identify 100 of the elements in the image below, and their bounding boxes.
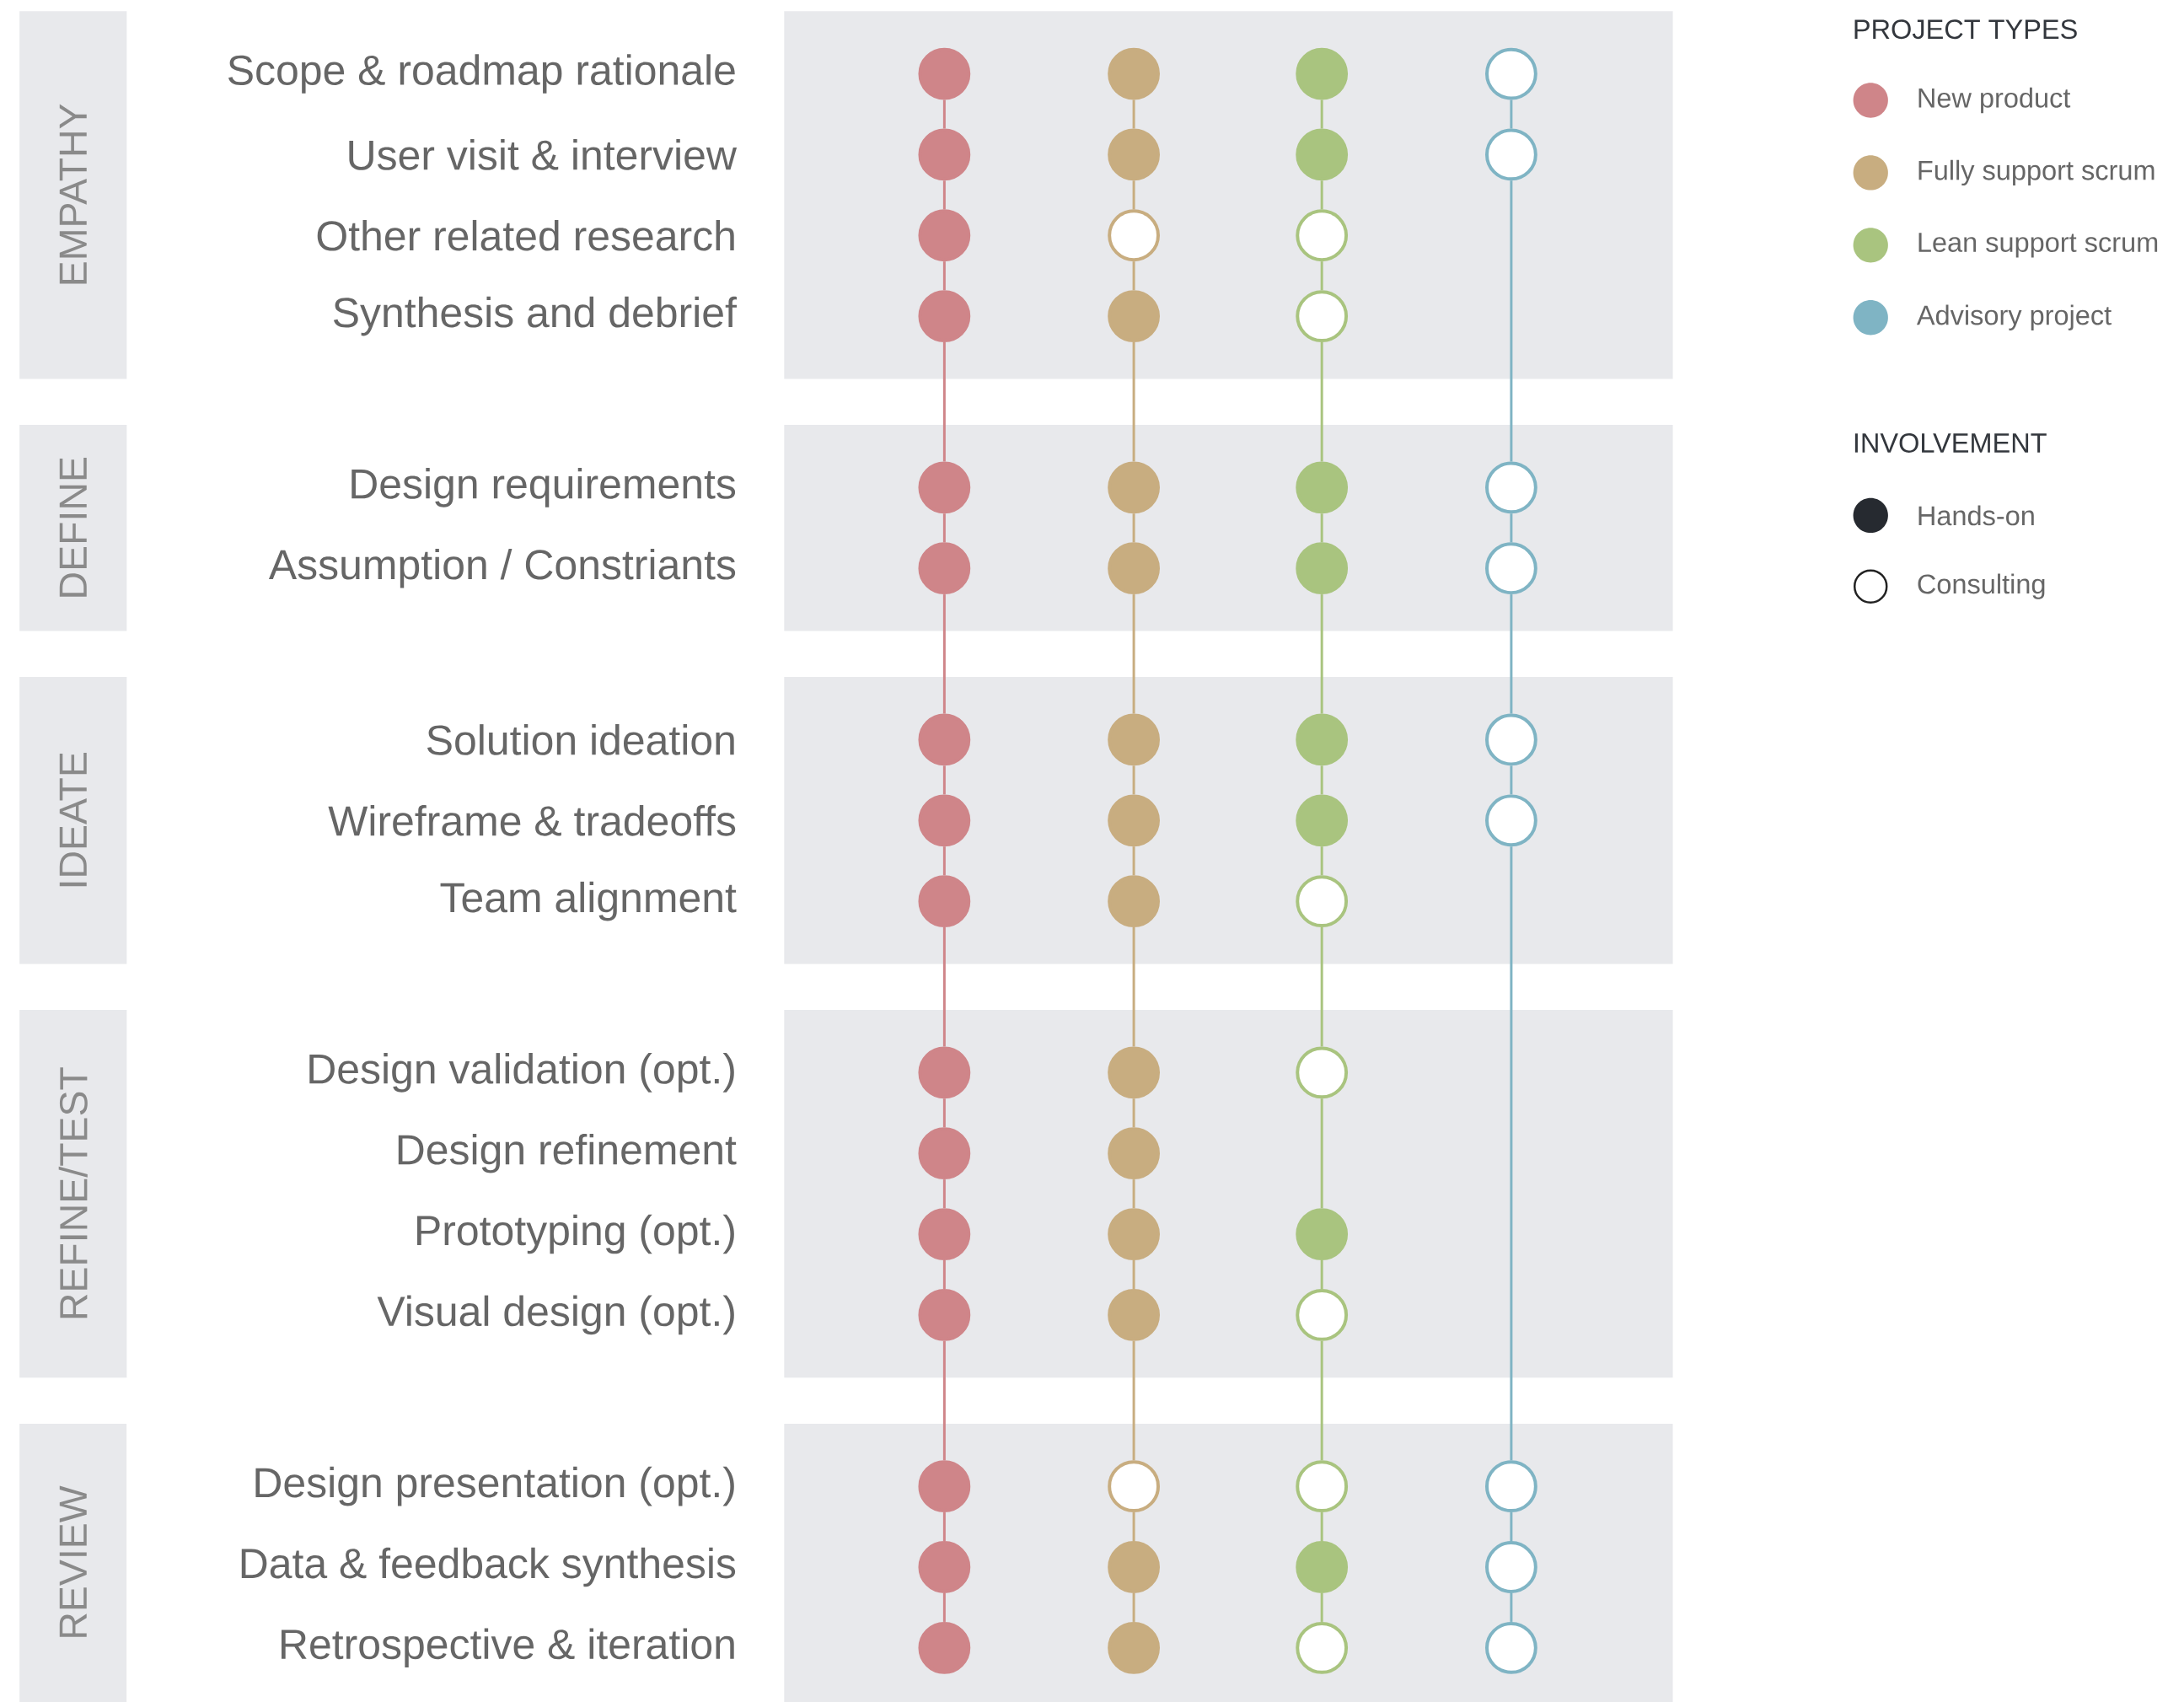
connector-line <box>1510 1511 1513 1541</box>
filled-circle <box>918 128 971 181</box>
connector-line <box>1132 180 1135 210</box>
filled-circle <box>918 794 971 847</box>
connector-line <box>1320 513 1323 543</box>
connector-line <box>1510 765 1513 795</box>
filled-circle <box>1296 47 1349 100</box>
connector-line <box>1132 926 1135 1047</box>
row-label: Scope & roadmap rationale <box>228 54 735 94</box>
filled-circle <box>1108 461 1160 514</box>
filled-circle <box>1108 128 1160 181</box>
connector-line <box>942 261 946 291</box>
connector-line <box>1132 846 1135 876</box>
connector-line <box>1320 341 1323 462</box>
row-label: Visual design (opt.) <box>377 1295 734 1335</box>
filled-circle <box>1108 1540 1160 1593</box>
row-label: Wireframe & tradeoffs <box>328 804 736 836</box>
connector-line <box>942 1340 946 1461</box>
row-label: Retrospective & iteration <box>282 1628 734 1667</box>
filled-circle <box>918 47 971 100</box>
connector-line <box>1320 261 1323 291</box>
filled-circle <box>1108 47 1160 100</box>
connector-line <box>1132 1511 1135 1541</box>
open-circle <box>1485 128 1537 181</box>
connector-line <box>942 593 946 714</box>
connector-line <box>942 1098 946 1128</box>
legend-label: Hands-on <box>1918 505 2034 526</box>
filled-circle <box>1108 713 1160 766</box>
connector-line <box>1510 1592 1513 1622</box>
open-circle <box>1485 47 1537 100</box>
connector-line <box>942 1179 946 1209</box>
connector-line <box>1132 1340 1135 1461</box>
filled-circle <box>918 1127 971 1179</box>
filled-circle <box>918 209 971 262</box>
filled-circle <box>1108 1127 1160 1179</box>
phase-panel <box>784 11 1673 379</box>
row-label: Team alignment <box>440 881 737 921</box>
connector-line <box>942 1592 946 1622</box>
phase-panel <box>784 1009 1673 1378</box>
filled-circle <box>1296 128 1349 181</box>
open-circle <box>1485 1621 1537 1674</box>
connector-line <box>1510 846 1513 1461</box>
connector-line <box>942 180 946 210</box>
row-label: Other related research <box>317 219 734 251</box>
legend-heading: PROJECT TYPES <box>1854 19 2077 40</box>
connector-line <box>1132 341 1135 462</box>
row-label: User visit & interview <box>349 138 738 170</box>
legend-label: Fully support scrum <box>1918 159 2154 185</box>
row-label: Design validation (opt.) <box>309 1053 734 1093</box>
legend-label: Consulting <box>1918 573 2045 599</box>
filled-circle <box>1108 1288 1160 1341</box>
connector-line <box>942 765 946 795</box>
filled-circle <box>1108 1046 1160 1099</box>
connector-line <box>1132 1592 1135 1622</box>
connector-line <box>1132 261 1135 291</box>
connector-line <box>1320 593 1323 714</box>
open-circle <box>1485 461 1537 514</box>
connector-line <box>1132 513 1135 543</box>
filled-circle <box>1296 1540 1349 1593</box>
connector-line <box>1320 765 1323 795</box>
connector-line <box>1132 99 1135 129</box>
open-circle <box>1296 1288 1349 1341</box>
connector-line <box>1320 926 1323 1047</box>
connector-line <box>1132 1098 1135 1128</box>
filled-circle <box>1296 713 1349 766</box>
connector-line <box>1320 1340 1323 1461</box>
open-circle <box>1485 713 1537 766</box>
row-label: Synthesis and debrief <box>333 296 737 336</box>
phase-panel <box>784 676 1673 964</box>
connector-line <box>1320 1592 1323 1622</box>
open-circle <box>1296 209 1349 262</box>
phase-tab: DEFINE <box>19 424 127 631</box>
connector-line <box>942 1259 946 1289</box>
row-label: Data & feedback synthesis <box>241 1547 736 1587</box>
connector-line <box>1510 180 1513 462</box>
filled-circle <box>918 1540 971 1593</box>
connector-line <box>1132 1179 1135 1209</box>
connector-line <box>1320 1098 1323 1209</box>
open-circle <box>1108 209 1160 262</box>
filled-circle <box>1108 794 1160 847</box>
connector-line <box>1132 593 1135 714</box>
open-circle <box>1485 794 1537 847</box>
row-label: Assumption / Constriants <box>268 548 736 588</box>
phase-tab: IDEATE <box>19 676 127 964</box>
legend-label: Lean support scrum <box>1918 233 2158 258</box>
connector-line <box>1320 846 1323 876</box>
connector-line <box>942 1511 946 1541</box>
filled-circle <box>1296 461 1349 514</box>
row-label: Design presentation (opt.) <box>255 1466 734 1506</box>
row-label: Design refinement <box>398 1133 737 1173</box>
connector-line <box>1320 180 1323 210</box>
phase-tab: REFINE/TEST <box>19 1009 127 1378</box>
connector-line <box>942 846 946 876</box>
row-label: Prototyping (opt.) <box>417 1214 734 1254</box>
row-label: Solution ideation <box>427 724 734 755</box>
open-circle <box>1485 1540 1537 1593</box>
phase-tab: EMPATHY <box>19 11 127 379</box>
phase-panel <box>784 424 1673 631</box>
connector-line <box>1132 765 1135 795</box>
connector-line <box>1510 513 1513 543</box>
